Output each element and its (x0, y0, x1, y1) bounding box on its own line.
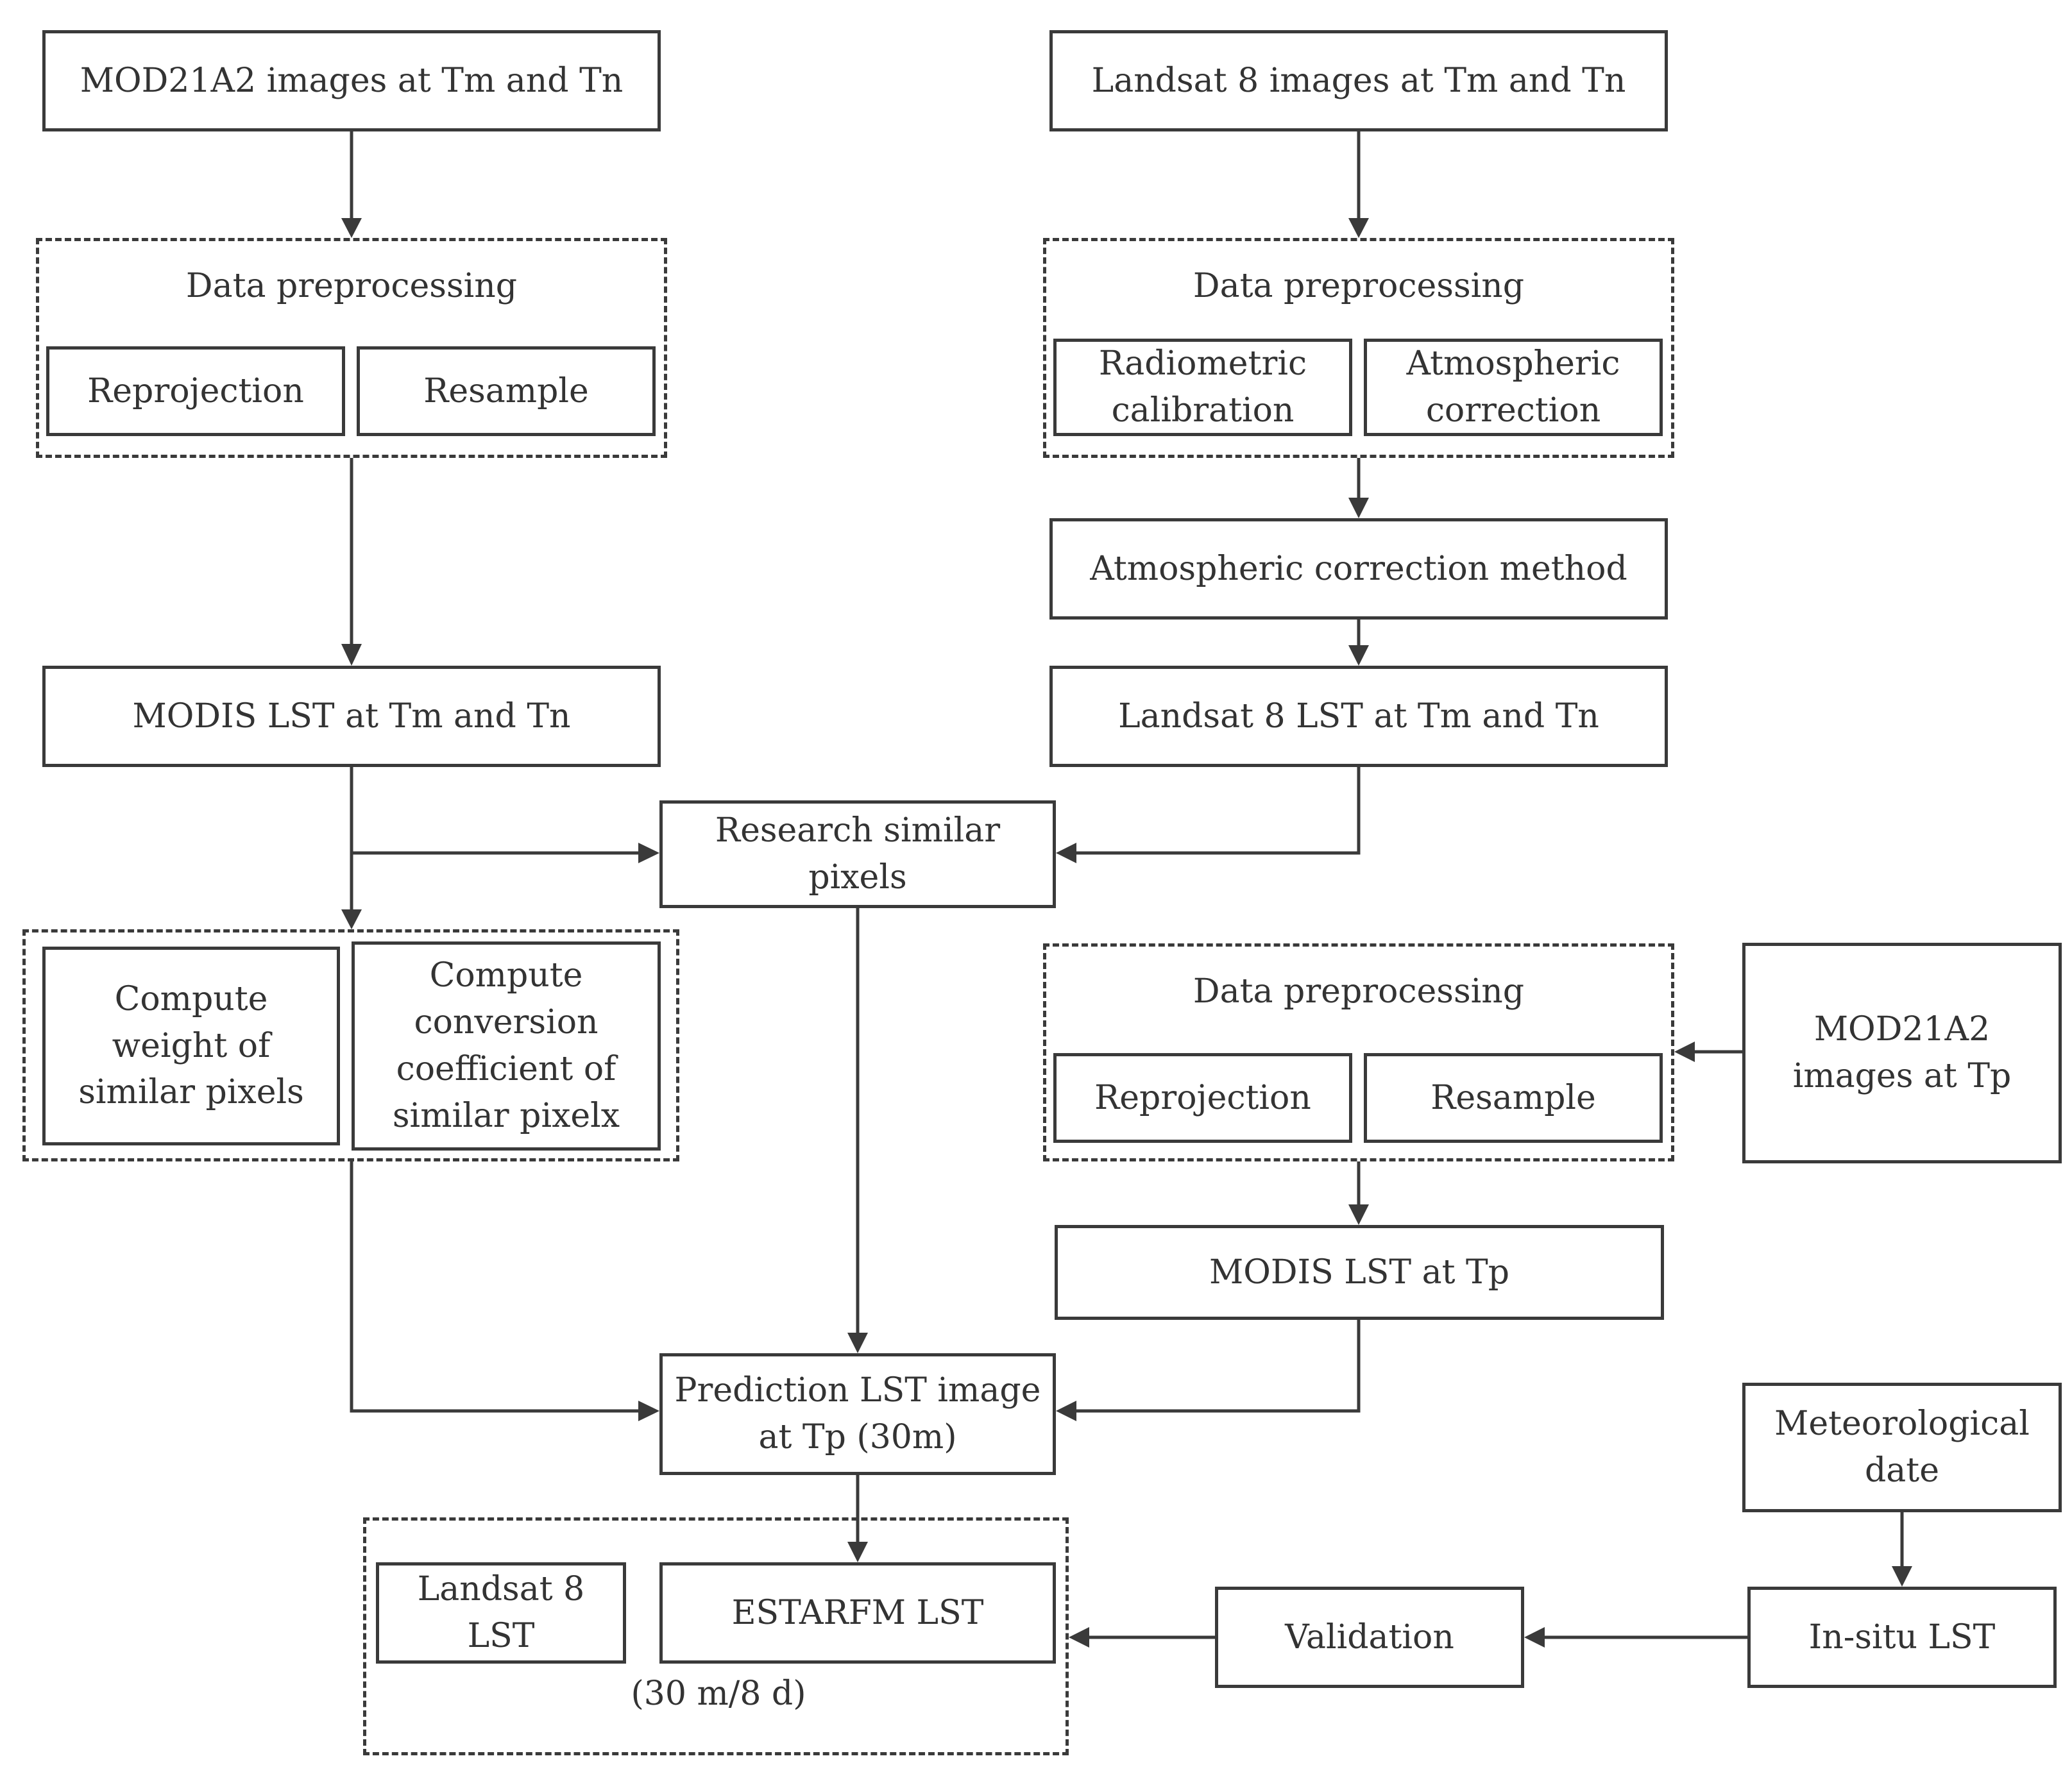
tp-resample-box: Resample (1364, 1053, 1663, 1143)
arrowhead (1056, 1401, 1076, 1421)
arrowhead (1348, 218, 1369, 238)
modis-lst-tp-box: MODIS LST at Tp (1055, 1225, 1664, 1320)
arrowhead (1348, 1204, 1369, 1225)
left-reprojection-box: Reprojection (46, 346, 345, 436)
left-preprocessing-title: Data preprocessing (185, 267, 518, 305)
output-resolution-label: (30 m/8 d) (631, 1675, 806, 1713)
left-preprocessing-group (36, 238, 667, 458)
landsat-lst-tm-tn-box: Landsat 8 LST at Tm and Tn (1049, 666, 1668, 767)
research-similar-pixels-box: Research similar pixels (659, 800, 1056, 908)
radiometric-calibration-box: Radiometric calibration (1053, 339, 1352, 436)
compute-weight-box: Compute weight of similar pixels (42, 947, 340, 1145)
prediction-lst-box: Prediction LST image at Tp (30m) (659, 1353, 1056, 1475)
arrowhead (1674, 1042, 1695, 1062)
arrowhead (1348, 645, 1369, 666)
estarfm-lst-box: ESTARFM LST (659, 1562, 1056, 1664)
arrowhead (1069, 1627, 1089, 1648)
arrowhead (1892, 1566, 1912, 1587)
arrow-modis-tp-to-prediction (1076, 1320, 1361, 1413)
arrowhead (638, 843, 659, 863)
mod21a2-tp-box: MOD21A2 images at Tp (1742, 943, 2062, 1163)
arrowhead (341, 218, 362, 238)
arrowhead (341, 644, 362, 666)
arrowhead (1524, 1627, 1545, 1648)
compute-group (22, 929, 679, 1161)
arrowhead (847, 1333, 868, 1353)
arrowhead (1348, 498, 1369, 518)
left-resample-box: Resample (357, 346, 656, 436)
arrowhead (1056, 843, 1076, 863)
landsat-tm-tn-box: Landsat 8 images at Tm and Tn (1049, 30, 1668, 131)
arrow-compute-to-prediction (350, 1161, 638, 1413)
arrow-landsat-lst-to-research (1076, 767, 1361, 855)
arrowhead (847, 1542, 868, 1562)
validation-box: Validation (1215, 1587, 1524, 1688)
modis-lst-tm-tn-box: MODIS LST at Tm and Tn (42, 666, 661, 767)
tp-reprojection-box: Reprojection (1053, 1053, 1352, 1143)
tp-preprocessing-title: Data preprocessing (1193, 972, 1525, 1011)
output-group (363, 1517, 1069, 1755)
mod21a2-tm-tn-box: MOD21A2 images at Tm and Tn (42, 30, 661, 131)
atmospheric-correction-method-box: Atmospheric correction method (1049, 518, 1668, 620)
arrowhead (638, 1401, 659, 1421)
arrowhead (341, 909, 362, 929)
compute-conversion-box: Compute conversion coefficient of simila… (352, 941, 661, 1151)
meteorological-date-box: Meteorological date (1742, 1383, 2062, 1512)
atmospheric-correction-box: Atmospheric correction (1364, 339, 1663, 436)
tp-preprocessing-group (1043, 943, 1674, 1161)
in-situ-lst-box: In-situ LST (1747, 1587, 2057, 1688)
right-preprocessing-title: Data preprocessing (1193, 267, 1525, 305)
right-preprocessing-group (1043, 238, 1674, 458)
landsat-lst-output-box: Landsat 8 LST (376, 1562, 626, 1664)
